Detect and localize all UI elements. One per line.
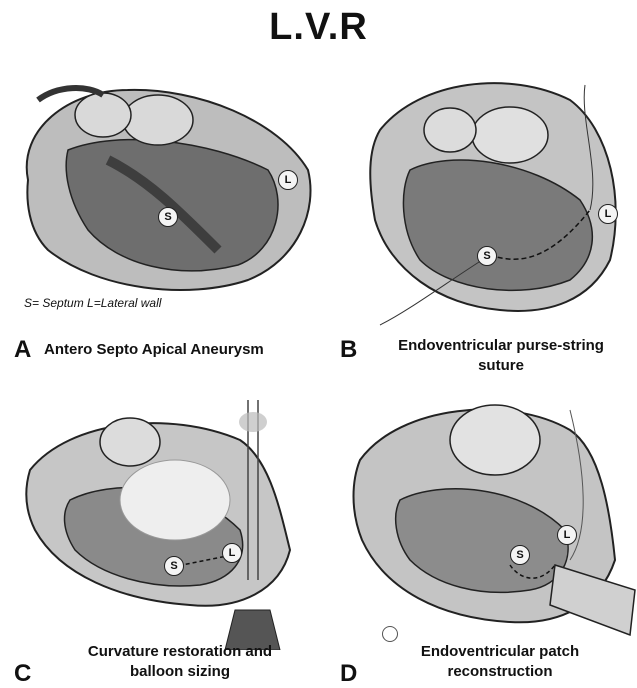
lateral-marker-a: L [278,170,298,190]
septum-marker-d: S [510,545,530,565]
suture-needle-icon [382,626,398,642]
heart-illustration-a [8,60,320,300]
panel-caption-a: Antero Septo Apical Aneurysm [44,340,314,360]
panel-letter-c: C [14,660,31,688]
lateral-marker-b: L [598,204,618,224]
panel-caption-d: Endoventricular patch reconstruction [400,642,600,682]
septum-marker-a: S [158,207,178,227]
panel-letter-d: D [340,660,357,688]
panel-caption-c: Curvature restoration and balloon sizing [70,642,290,682]
panel-caption-b: Endoventricular purse-string suture [386,336,616,376]
panel-letter-b: B [340,336,357,364]
figure-title: L.V.R [0,6,637,49]
septum-marker-c: S [164,556,184,576]
septum-marker-b: S [477,246,497,266]
lateral-marker-c: L [222,543,242,563]
heart-illustration-b [340,60,637,330]
heart-illustration-c [10,380,330,650]
heart-illustration-d [340,390,637,640]
legend-text: S= Septum L=Lateral wall [24,296,161,310]
panel-letter-a: A [14,336,31,364]
lateral-marker-d: L [557,525,577,545]
